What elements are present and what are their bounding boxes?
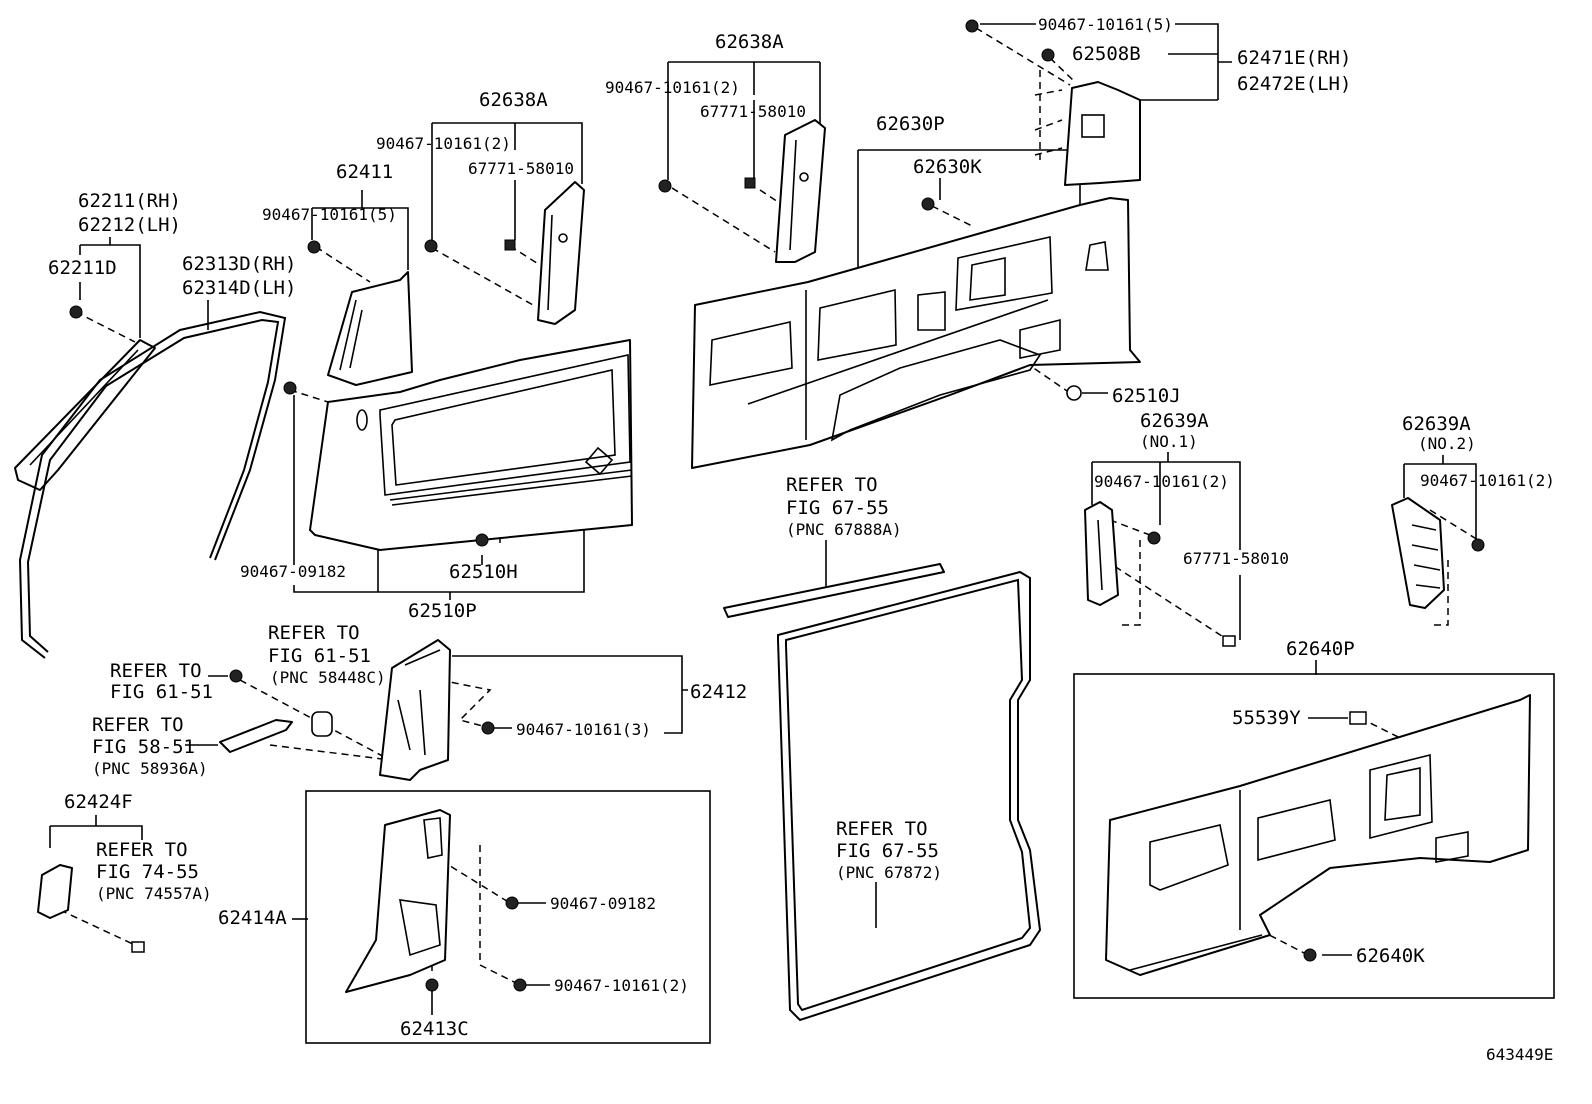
part-62630P-side-panel (691, 197, 1141, 469)
part-62313D-weatherstrip (18, 310, 287, 659)
part-67872-seal (777, 570, 1042, 1022)
label-67771-58010-top: 67771-58010 (700, 102, 806, 121)
label-67771-58010-mid: 67771-58010 (468, 159, 574, 178)
ref-61-51-b-line2: FIG 61-51 (110, 681, 213, 703)
leader-62639A-no1 (1091, 452, 1241, 550)
clip-62640K (1303, 948, 1317, 962)
label-62412: 62412 (690, 681, 747, 703)
ref-74-55-line3: (PNC 74557A) (96, 884, 212, 903)
part-62471E-panel (965, 19, 1141, 186)
ref-67-55-a-line3: (PNC 67888A) (786, 520, 902, 539)
leader-62211 (79, 237, 141, 338)
ref-58-51-line3: (PNC 58936A) (92, 759, 208, 778)
ref-58-51-line2: FIG 58-51 (92, 736, 195, 758)
ref-67-55-b-line2: FIG 67-55 (836, 840, 939, 862)
assembly-dashed-lines (59, 27, 1526, 986)
part-62424F (37, 864, 145, 953)
ref-61-51-a-line3: (PNC 58448C) (270, 668, 386, 687)
label-62313D: 62313D(RH) (182, 253, 296, 275)
ref-74-55-line2: FIG 74-55 (96, 861, 199, 883)
ref-61-51-a-line1: REFER TO (268, 622, 360, 644)
label-62314D: 62314D(LH) (182, 277, 296, 299)
ref-67-55-a-line2: FIG 67-55 (786, 497, 889, 519)
label-62212-lh: 62212(LH) (78, 214, 181, 236)
label-62211-rh: 62211(RH) (78, 190, 181, 212)
clip-55539Y (1349, 711, 1367, 725)
part-62638A-top-pillar (658, 119, 826, 263)
clip-62510J (1066, 385, 1082, 401)
part-62638A-mid-pillar (424, 181, 585, 325)
leader-62638A-mid (431, 122, 583, 240)
ref-61-51-b-line1: REFER TO (110, 660, 202, 682)
label-62510J: 62510J (1112, 385, 1181, 407)
clip-62630K (921, 197, 935, 211)
label-62639A-no2-sub: (NO.2) (1418, 434, 1476, 453)
label-67771-58010-r: 67771-58010 (1183, 549, 1289, 568)
part-58936A-assist (219, 719, 293, 753)
label-62471E: 62471E(RH) (1237, 47, 1351, 69)
label-62639A-no1: 62639A (1140, 410, 1209, 432)
label-90467-10161-5-top: 90467-10161(5) (1038, 15, 1173, 34)
part-62412-lower-trim (219, 639, 495, 781)
leader-62638A-top (667, 61, 821, 180)
label-62211D: 62211D (48, 257, 117, 279)
label-62413C: 62413C (400, 1018, 469, 1040)
ref-74-55-line1: REFER TO (96, 839, 188, 861)
leader-62510P (293, 395, 585, 600)
label-90467-10161-2-r2: 90467-10161(2) (1420, 471, 1555, 490)
leader-62471E (980, 23, 1232, 101)
label-55539Y: 55539Y (1232, 707, 1301, 729)
leader-62412 (452, 655, 688, 734)
label-62630K: 62630K (913, 156, 982, 178)
inset-box-62414A (305, 790, 711, 1044)
label-62508B: 62508B (1072, 43, 1141, 65)
diagram-id: 643449E (1486, 1045, 1553, 1064)
label-62510H: 62510H (449, 561, 518, 583)
label-90467-10161-2-mid: 90467-10161(2) (376, 134, 511, 153)
clip-62211D (69, 305, 83, 319)
ref-58-51-line1: REFER TO (92, 714, 184, 736)
label-62411: 62411 (336, 161, 393, 183)
label-62414A: 62414A (218, 907, 287, 929)
part-62640P-panel (1105, 694, 1531, 976)
ref-61-51-a-line2: FIG 61-51 (268, 645, 371, 667)
label-62630P: 62630P (876, 113, 945, 135)
part-labels: 62638A 90467-10161(2) 67771-58010 90467-… (48, 15, 1555, 1064)
part-62639A-no1 (1084, 501, 1236, 647)
label-90467-09182-a: 90467-09182 (240, 562, 346, 581)
clip-62413C (425, 978, 439, 992)
ref-67-55-b-line3: (PNC 67872) (836, 863, 942, 882)
label-62640P: 62640P (1286, 638, 1355, 660)
part-62411-upper-quarter (307, 240, 413, 386)
label-90467-10161-2-top: 90467-10161(2) (605, 78, 740, 97)
label-90467-10161-2-b: 90467-10161(2) (554, 976, 689, 995)
leader-62414A-fasteners (431, 902, 550, 1015)
ref-67-55-a-line1: REFER TO (786, 474, 878, 496)
part-62414A-lower-quarter (345, 809, 527, 993)
label-62424F: 62424F (64, 791, 133, 813)
clip-62510H (475, 533, 489, 547)
label-62639A-no2: 62639A (1402, 413, 1471, 435)
inset-box-62640P (1073, 673, 1555, 999)
label-90467-10161-5-mid: 90467-10161(5) (262, 205, 397, 224)
leader-62639A-no2 (1403, 455, 1477, 540)
label-62472E: 62472E(LH) (1237, 73, 1351, 95)
label-62640K: 62640K (1356, 945, 1425, 967)
leader-62411 (311, 190, 409, 270)
label-90467-10161-2-r1: 90467-10161(2) (1094, 472, 1229, 491)
part-62639A-no2 (1391, 497, 1485, 609)
part-62510P-quarter-trim (283, 339, 633, 551)
ref-67-55-b-line1: REFER TO (836, 818, 928, 840)
label-62638A-mid: 62638A (479, 89, 548, 111)
label-62639A-no1-sub: (NO.1) (1140, 432, 1198, 451)
part-67888A-strip (723, 563, 945, 618)
label-62638A-top: 62638A (715, 31, 784, 53)
label-90467-09182-b: 90467-09182 (550, 894, 656, 913)
leader-62424F (49, 815, 143, 848)
label-90467-10161-3: 90467-10161(3) (516, 720, 651, 739)
label-62510P: 62510P (408, 600, 477, 622)
